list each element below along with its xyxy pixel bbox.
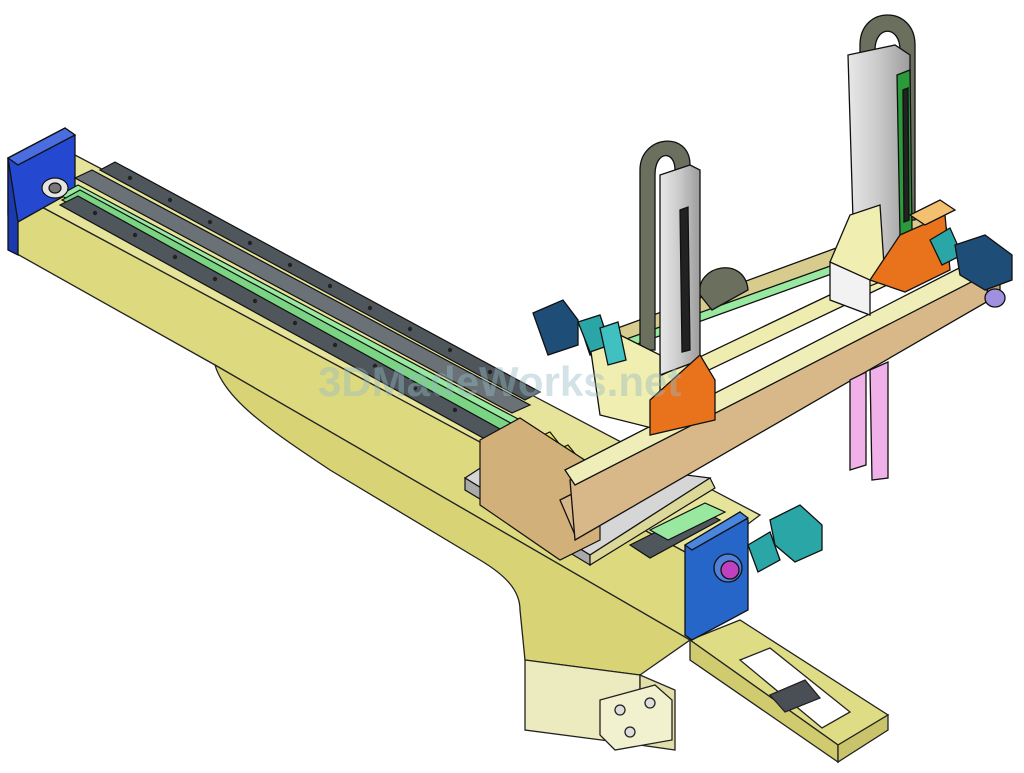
- base-side-face: [9, 188, 701, 642]
- column-left-body: [659, 164, 701, 376]
- arm-window-block: [768, 679, 822, 713]
- rail-holes: [92, 175, 493, 413]
- end-cap-top: [6, 127, 77, 166]
- carriage-plate-side2: [589, 477, 716, 567]
- end-cap-side: [7, 157, 19, 257]
- motor-right-body: [954, 234, 1013, 291]
- base-belly: [213, 363, 692, 676]
- pedestal-hole: [614, 704, 626, 716]
- extension-arm-end: [837, 713, 889, 764]
- motor-plate-top: [683, 511, 750, 551]
- beam-end-cap: [984, 288, 1006, 308]
- column-left-strip: [679, 206, 691, 353]
- motor-left-shaft: [599, 321, 627, 366]
- x-axis-rails: [41, 161, 542, 451]
- rail-front-green: [648, 502, 727, 541]
- motor-front-coupling: [747, 531, 781, 573]
- gripper-finger-a: [849, 370, 867, 471]
- end-cap-left: [6, 127, 77, 257]
- bracket-orange-left: [649, 353, 716, 436]
- pedestal-hole: [644, 697, 656, 709]
- pedestal-hole: [624, 726, 636, 738]
- rail-lower-2: [73, 169, 532, 414]
- motor-left-body: [532, 299, 579, 356]
- motor-front-body: [769, 504, 823, 563]
- drive-gear: [720, 560, 740, 580]
- column-right-rail: [902, 87, 910, 223]
- gripper-finger-b: [869, 360, 889, 481]
- bracket-right-top: [908, 199, 957, 226]
- cable-chain-loop: [699, 267, 749, 311]
- z-column-right: [829, 14, 1013, 481]
- column-right-base: [829, 260, 871, 316]
- x-axis-rails-front: [628, 502, 727, 559]
- drive-unit-front: [683, 504, 823, 641]
- z-column-left: [532, 140, 749, 436]
